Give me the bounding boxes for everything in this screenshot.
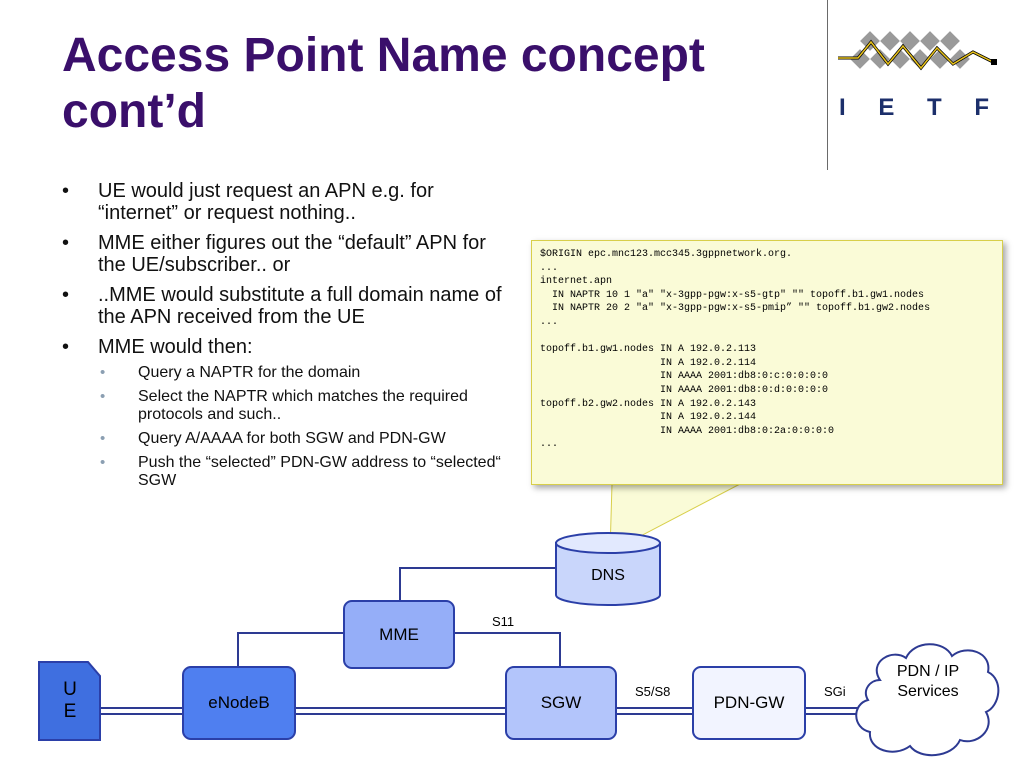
pdngw-node: PDN-GW xyxy=(692,666,806,740)
pdn-services-text: PDN / IP Services xyxy=(896,663,960,700)
mme-node: MME xyxy=(343,600,455,669)
bullet-text: MME either figures out the “default” APN… xyxy=(98,232,486,276)
ue-node: U E xyxy=(41,664,99,738)
sub-bullet-list: Query a NAPTR for the domainSelect the N… xyxy=(98,364,512,490)
s11-label: S11 xyxy=(492,614,515,629)
bullet-text: UE would just request an APN e.g. for “i… xyxy=(98,180,434,224)
sub-bullet-item: Select the NAPTR which matches the requi… xyxy=(98,388,512,424)
sgi-label: SGi xyxy=(824,684,846,699)
bullet-item: MME would then: Query a NAPTR for the dom… xyxy=(62,336,512,490)
sgw-node: SGW xyxy=(505,666,617,740)
dns-zone-callout: $ORIGIN epc.mnc123.mcc345.3gppnetwork.or… xyxy=(531,240,1003,485)
bullet-item: MME either figures out the “default” APN… xyxy=(62,232,512,276)
dns-zone-records: $ORIGIN epc.mnc123.mcc345.3gppnetwork.or… xyxy=(540,249,931,451)
bullet-text: ..MME would substitute a full domain nam… xyxy=(98,284,502,328)
ue-shape xyxy=(38,661,101,741)
dns-label: DNS xyxy=(591,567,625,584)
sub-bullet-item: Push the “selected” PDN-GW address to “s… xyxy=(98,454,512,490)
user-plane-links xyxy=(100,707,868,715)
bullet-item: UE would just request an APN e.g. for “i… xyxy=(62,180,512,224)
slide-title-line2: cont’d xyxy=(62,85,206,138)
ue-label: U E xyxy=(63,679,77,722)
signaling-links xyxy=(237,567,561,666)
slide-title-line1: Access Point Name concept xyxy=(62,29,705,82)
ietf-logo: I E T F xyxy=(838,31,997,118)
pdn-cloud xyxy=(855,643,1000,757)
bullet-list: UE would just request an APN e.g. for “i… xyxy=(62,180,512,498)
enodeb-node: eNodeB xyxy=(182,666,296,740)
pdn-services-label: PDN / IP Services xyxy=(866,660,990,704)
sub-bullet-item: Query A/AAAA for both SGW and PDN-GW xyxy=(98,430,512,448)
title-divider xyxy=(827,0,828,170)
dns-cylinder xyxy=(555,532,661,606)
slide-title: Access Point Name concept cont’d xyxy=(62,28,822,140)
bullet-item: ..MME would substitute a full domain nam… xyxy=(62,284,512,328)
bullet-text: MME would then: xyxy=(98,336,253,358)
sub-bullet-item: Query a NAPTR for the domain xyxy=(98,364,512,382)
s5s8-label: S5/S8 xyxy=(635,684,671,699)
